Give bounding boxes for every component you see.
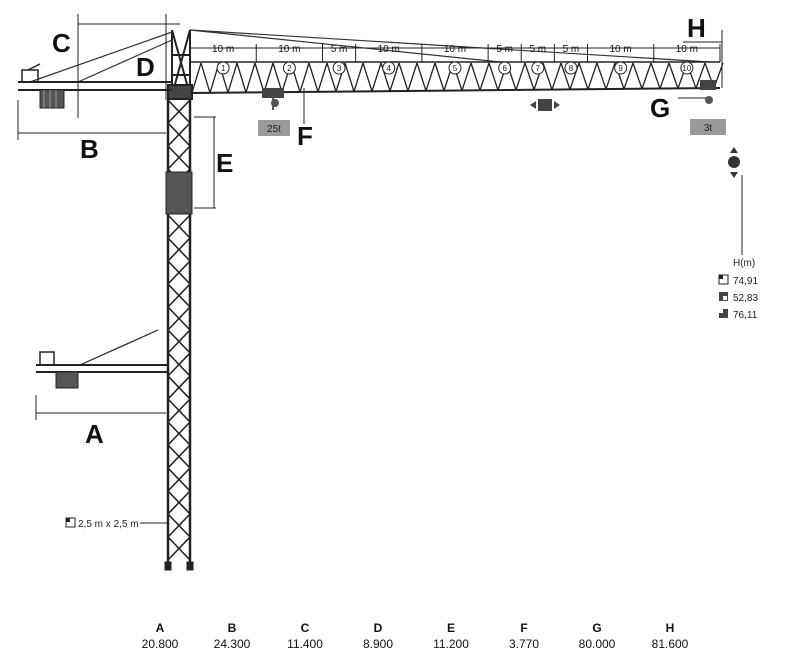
load-block-near (258, 120, 290, 136)
dim-c-letter: C (300, 621, 310, 635)
jib-segment-length-10: 10 m (676, 44, 698, 55)
jib-section-marker-10 (680, 61, 694, 75)
dim-col-h: H 81.600 (630, 620, 710, 652)
dim-letter-c: C (52, 28, 71, 58)
dim-col-e: E 11.200 (411, 620, 491, 652)
dim-letter-a: A (85, 419, 104, 449)
jib-segment-length-2: 10 m (278, 44, 300, 55)
dimension-table: A 20.800 B 24.300 C 11.400 D 8.900 E 11.… (120, 620, 760, 660)
jib-segment-length-1: 10 m (212, 44, 234, 55)
dim-letter-e: E (216, 148, 233, 178)
height-value-1: 74,91 (733, 276, 758, 287)
section-icon (65, 517, 76, 528)
tower-section-label: 2,5 m x 2,5 m (78, 519, 139, 530)
dim-d-value: 8.900 (362, 637, 394, 651)
jib-section-marker-5 (448, 61, 462, 75)
lower-jib (36, 329, 168, 389)
jib-pendants (29, 29, 711, 83)
jib-section-number-4: 4 (387, 64, 392, 73)
dimension-lines (17, 14, 723, 420)
dim-letter-b: B (80, 134, 99, 164)
jib-section-number-3: 3 (337, 64, 342, 73)
climbing-cage (165, 171, 193, 215)
crane-diagram: 25t 3t (17, 13, 758, 571)
dim-h-value: 81.600 (651, 637, 689, 651)
height-row-3: 76,11 (719, 309, 758, 321)
height-icon-3 (719, 309, 728, 318)
tower-foot-left (164, 561, 172, 571)
height-row-1: 74,91 (718, 274, 758, 287)
jib-segment-length-6: 5 m (496, 44, 513, 55)
dim-letter-h: H (687, 13, 706, 43)
jib-section-number-6: 6 (502, 64, 507, 73)
jib-section-number-9: 9 (618, 64, 623, 73)
dim-letter-f: F (297, 121, 313, 151)
load-block-far (690, 119, 726, 135)
jib-section-marker-7 (531, 61, 545, 75)
jib-section-marker-9 (614, 61, 628, 75)
dim-col-b: B 24.300 (192, 620, 272, 652)
tower-head (167, 29, 193, 100)
jib-section-marker-3 (332, 61, 346, 75)
jib-segment-length-3: 5 m (331, 44, 348, 55)
dim-letter-g: G (650, 93, 670, 123)
dim-col-f: F 3.770 (484, 620, 564, 652)
trolley-near: 25t (258, 88, 290, 136)
dim-f-value: 3.770 (508, 637, 540, 651)
hook-height-marker (728, 147, 743, 255)
load-near-label: 25t (267, 124, 281, 135)
tower-mast (164, 99, 194, 571)
dim-col-g: G 80.000 (557, 620, 637, 652)
dim-f-letter: F (520, 621, 528, 635)
jib-section-number-1: 1 (221, 64, 226, 73)
height-icon-1 (718, 274, 729, 285)
jib-section-number-8: 8 (569, 64, 574, 73)
height-header: H(m) (733, 258, 755, 269)
dim-a-letter: A (155, 621, 165, 635)
jib-segment-length-8: 5 m (563, 44, 580, 55)
trolley-far: 3t (690, 80, 726, 135)
jib-section-marker-8 (564, 61, 578, 75)
dim-g-letter: G (592, 621, 602, 635)
jib-section-number-2: 2 (287, 64, 292, 73)
jib-section-number-7: 7 (536, 64, 541, 73)
jib-segment-length-9: 10 m (610, 44, 632, 55)
dim-letter-d: D (136, 52, 155, 82)
height-value-3: 76,11 (733, 310, 758, 321)
dim-c-value: 11.400 (287, 637, 323, 651)
dim-d-letter: D (373, 621, 383, 635)
dim-e-value: 11.200 (433, 637, 469, 651)
jib-section-marker-2 (282, 61, 296, 75)
jib-segment-length-7: 5 m (529, 44, 546, 55)
jib-segment-length-5: 10 m (444, 44, 466, 55)
dim-col-d: D 8.900 (338, 620, 418, 652)
jib-section-marker-1 (216, 61, 230, 75)
height-value-2: 52,83 (733, 293, 758, 304)
tower-foot-right (186, 561, 194, 571)
dim-b-letter: B (227, 621, 237, 635)
dim-h-letter: H (665, 621, 675, 635)
jib-section-marker-6 (498, 61, 512, 75)
dim-e-letter: E (446, 621, 455, 635)
jib-segment-length-4: 10 m (378, 44, 400, 55)
jib-section-marker-4 (382, 61, 396, 75)
load-far-label: 3t (704, 123, 713, 134)
dim-col-a: A 20.800 (120, 620, 200, 652)
dim-g-value: 80.000 (578, 637, 616, 651)
dim-col-c: C 11.400 (265, 620, 345, 652)
dim-b-value: 24.300 (213, 637, 251, 651)
height-row-2: 52,83 (719, 292, 758, 304)
dim-a-value: 20.800 (141, 637, 179, 651)
jib-section-number-5: 5 (453, 64, 458, 73)
counter-jib (18, 63, 172, 109)
jib-section-number-10: 10 (682, 64, 691, 73)
trolley-travel-icon (530, 99, 560, 111)
